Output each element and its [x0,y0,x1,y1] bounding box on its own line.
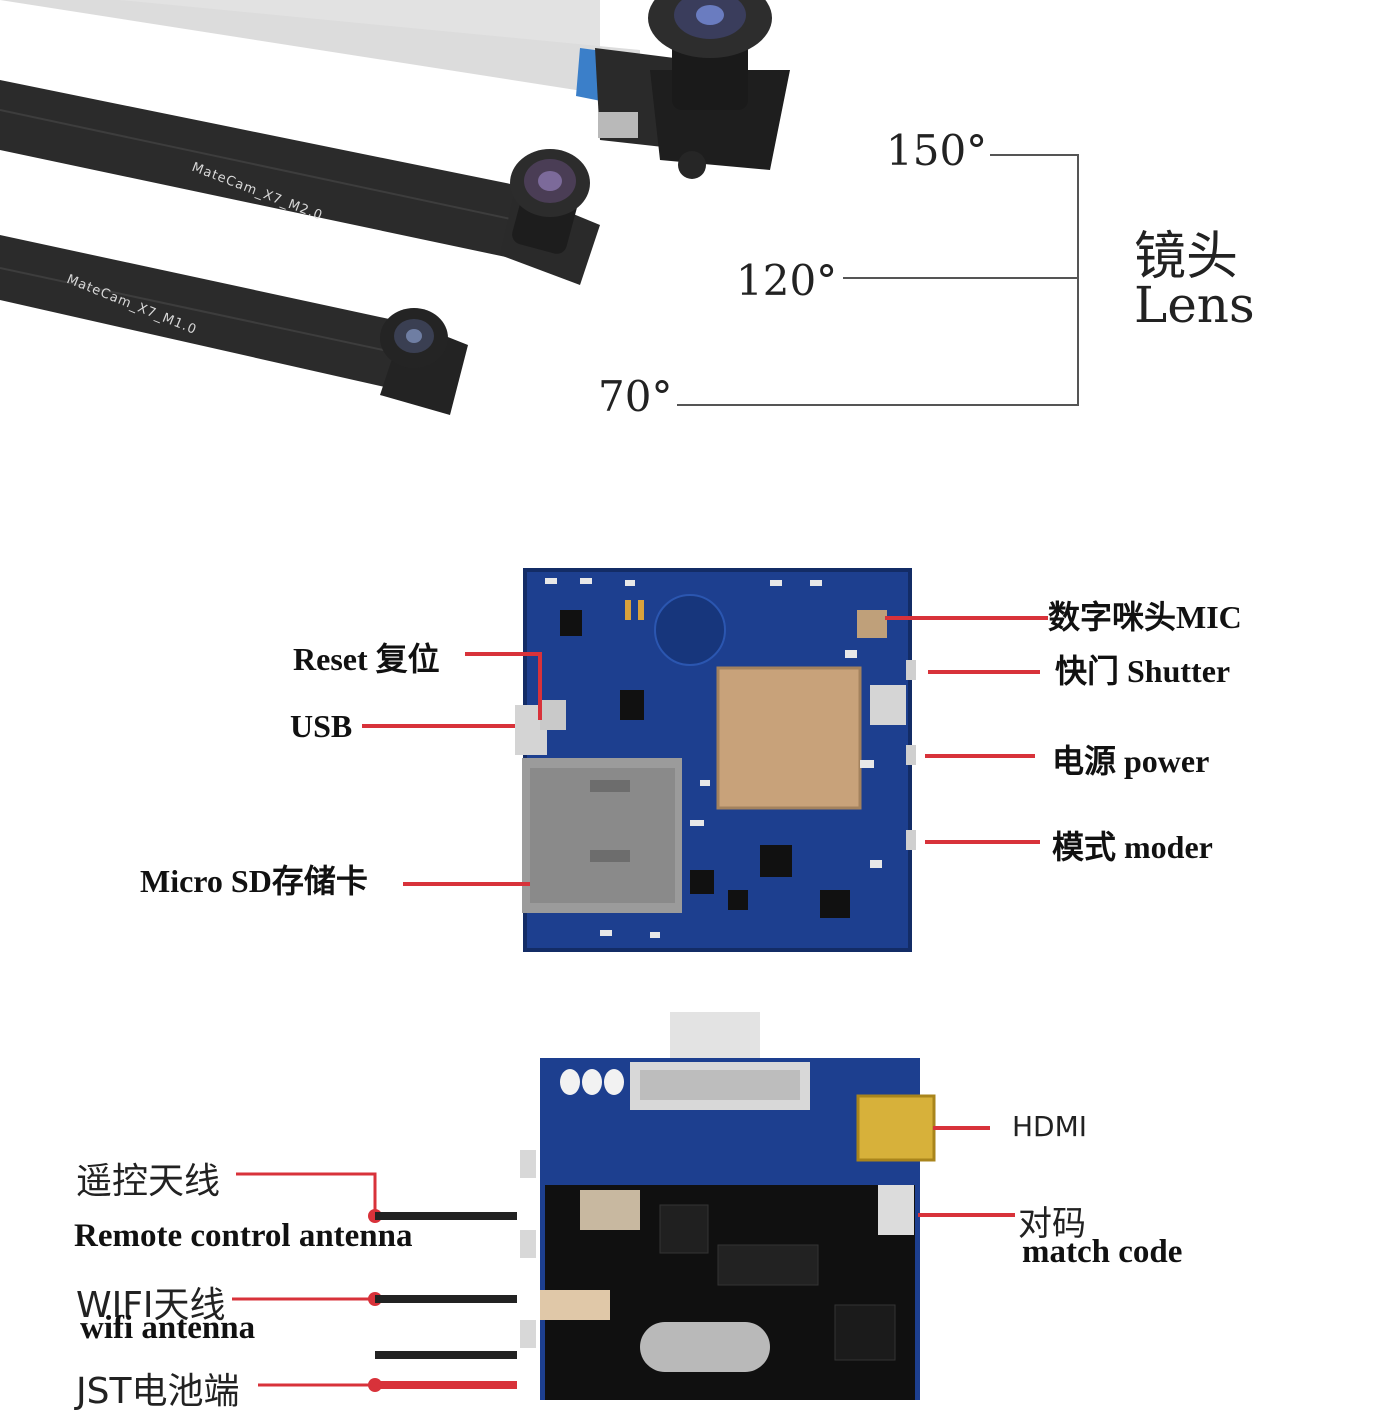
label-remote-cn: 遥控天线 [76,1161,221,1202]
label-reset: Reset 复位 [293,641,440,677]
pcb-board-bottom [520,1012,936,1400]
label-wifi-cn: WIFI天线 [76,1285,226,1326]
label-usb: USB [290,708,353,744]
label-match-cn: 对码 [1018,1204,1086,1244]
angle-label-150: 150° [886,126,988,175]
label-mic: 数字咪头MIC [1048,599,1242,635]
label-microsd: Micro SD存储卡 [140,863,368,899]
camera-module-70 [380,308,468,415]
angle-label-120: 120° [736,256,838,305]
lens-bracket [677,154,1079,406]
label-mode: 模式 moder [1052,829,1213,865]
label-power: 电源 power [1052,743,1210,779]
label-hdmi: HDMI [1012,1110,1088,1143]
ribbon-cable-bottom [0,235,440,395]
camera-module-120 [500,149,600,285]
ribbon-cable-top [0,0,640,108]
pcb-board-top [515,568,916,952]
angle-label-70: 70° [598,372,673,421]
label-shutter: 快门 Shutter [1055,653,1231,689]
label-remote-en: Remote control antenna [74,1218,413,1254]
camera-module-150 [595,0,790,179]
label-match-en: match code [1022,1234,1183,1270]
board2-leaders [232,1126,1015,1392]
label-wifi-en: wifi antenna [80,1310,256,1346]
lens-title-cn: 镜头 [1134,227,1239,287]
board1-leaders [362,616,1048,886]
ribbon-cable-middle [0,80,540,260]
label-jst: JST电池端 [76,1371,240,1412]
lens-title-en: Lens [1134,276,1255,334]
